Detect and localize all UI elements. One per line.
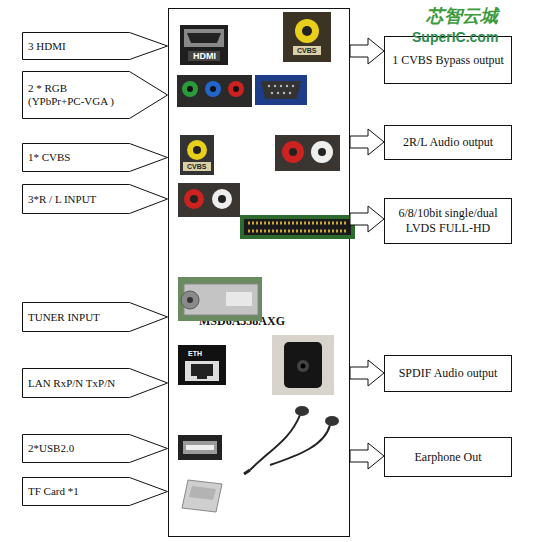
input-arrow-label: 2 * RGB (YPbPr+PC-VGA ) — [22, 71, 168, 119]
input-arrow-label: 2*USB2.0 — [22, 434, 168, 463]
watermark: 芯智云城 — [426, 6, 498, 26]
input-arrow-label: 3 HDMI — [22, 32, 168, 60]
vga-connector — [255, 75, 307, 105]
connector-marking: CVBS — [297, 46, 316, 55]
input-name: 2*USB2.0 — [28, 434, 126, 463]
output-name: Earphone Out — [389, 438, 507, 476]
audio-output-jacks — [275, 135, 340, 171]
block-arrow — [350, 206, 384, 232]
output-box: 6/8/10bit single/dual LVDS FULL-HD — [384, 198, 512, 244]
connector-marking: HDMI — [193, 51, 216, 62]
watermark: SuperIC.com — [412, 29, 498, 45]
hdmi-port — [180, 25, 228, 65]
tuner — [178, 277, 262, 321]
tf-card-slot — [182, 480, 222, 512]
output-name: 6/8/10bit single/dual LVDS FULL-HD — [389, 199, 507, 243]
output-box: SPDIF Audio output — [384, 355, 512, 392]
input-name: 3 HDMI — [28, 32, 126, 60]
earphones — [244, 406, 339, 474]
input-name: TF Card *1 — [28, 477, 126, 506]
input-arrow-label: TF Card *1 — [22, 477, 168, 506]
input-arrow-label: 3*R / L INPUT — [22, 184, 168, 214]
cvbs-jack — [283, 12, 331, 62]
output-box: Earphone Out — [384, 437, 512, 477]
usb-port — [178, 435, 222, 460]
output-name: SPDIF Audio output — [389, 356, 507, 391]
spdif-jack — [272, 335, 334, 395]
input-arrow-label: TUNER INPUT — [22, 302, 168, 332]
connector-marking: CVBS — [187, 162, 206, 171]
input-arrow-label: 1* CVBS — [22, 143, 168, 172]
mainboard-box: MSD6A358AXG — [168, 8, 350, 537]
block-arrow — [350, 443, 384, 469]
block-arrow — [350, 38, 384, 64]
input-name: TUNER INPUT — [28, 302, 126, 332]
input-arrow-label: LAN RxP/N TxP/N — [22, 368, 168, 398]
cvbs-jack — [180, 135, 214, 175]
chip-name: MSD6A358AXG — [169, 315, 315, 328]
input-name: 3*R / L INPUT — [28, 184, 126, 214]
output-box: 2R/L Audio output — [384, 125, 512, 160]
ypbpr-jacks — [177, 75, 252, 107]
input-name: 1* CVBS — [28, 143, 126, 172]
output-name: 2R/L Audio output — [389, 126, 507, 159]
connector-marking: ETH — [188, 349, 202, 358]
ethernet-jack — [178, 345, 226, 385]
audio-input-jacks — [178, 183, 240, 217]
lvds-header — [240, 215, 355, 239]
block-arrow — [350, 360, 384, 386]
block-arrow — [350, 129, 384, 155]
input-name: 2 * RGB (YPbPr+PC-VGA ) — [28, 71, 126, 119]
input-name: LAN RxP/N TxP/N — [28, 368, 126, 398]
